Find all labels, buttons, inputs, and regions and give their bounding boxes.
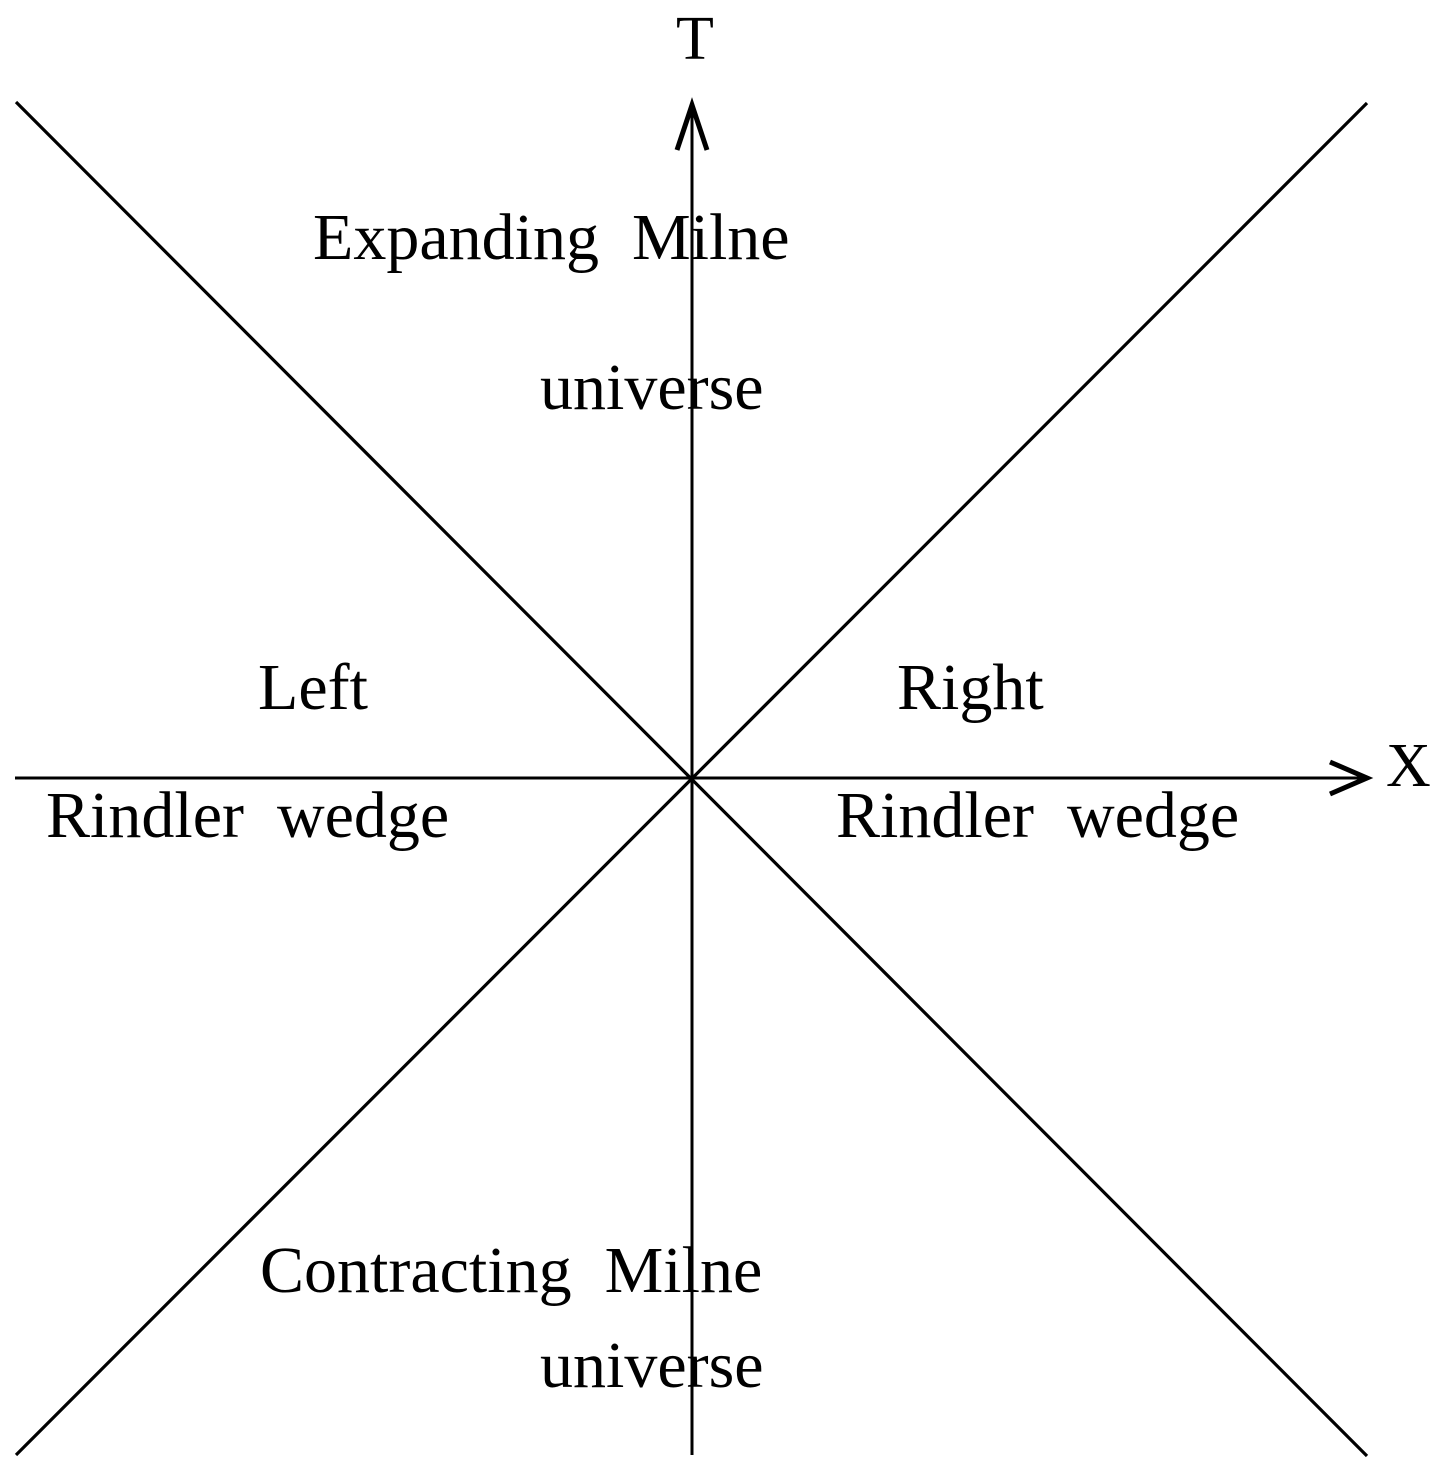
space-axis-label: X	[1386, 732, 1431, 800]
contracting-milne-label-line1: Contracting Milne	[260, 1234, 763, 1307]
right-rindler-wedge-label-line2: Rindler wedge	[836, 779, 1240, 852]
left-rindler-wedge-label-line1: Left	[258, 651, 368, 724]
left-rindler-wedge-label-line2: Rindler wedge	[46, 779, 450, 852]
right-rindler-wedge-label-line1: Right	[897, 651, 1044, 724]
contracting-milne-label-line2: universe	[540, 1329, 764, 1402]
time-axis-label: T	[676, 5, 714, 73]
expanding-milne-label-line1: Expanding Milne	[313, 201, 790, 274]
time-axis-arrowhead	[674, 97, 710, 151]
expanding-milne-label-line2: universe	[540, 351, 764, 424]
space-axis-arrowhead	[1329, 759, 1374, 797]
